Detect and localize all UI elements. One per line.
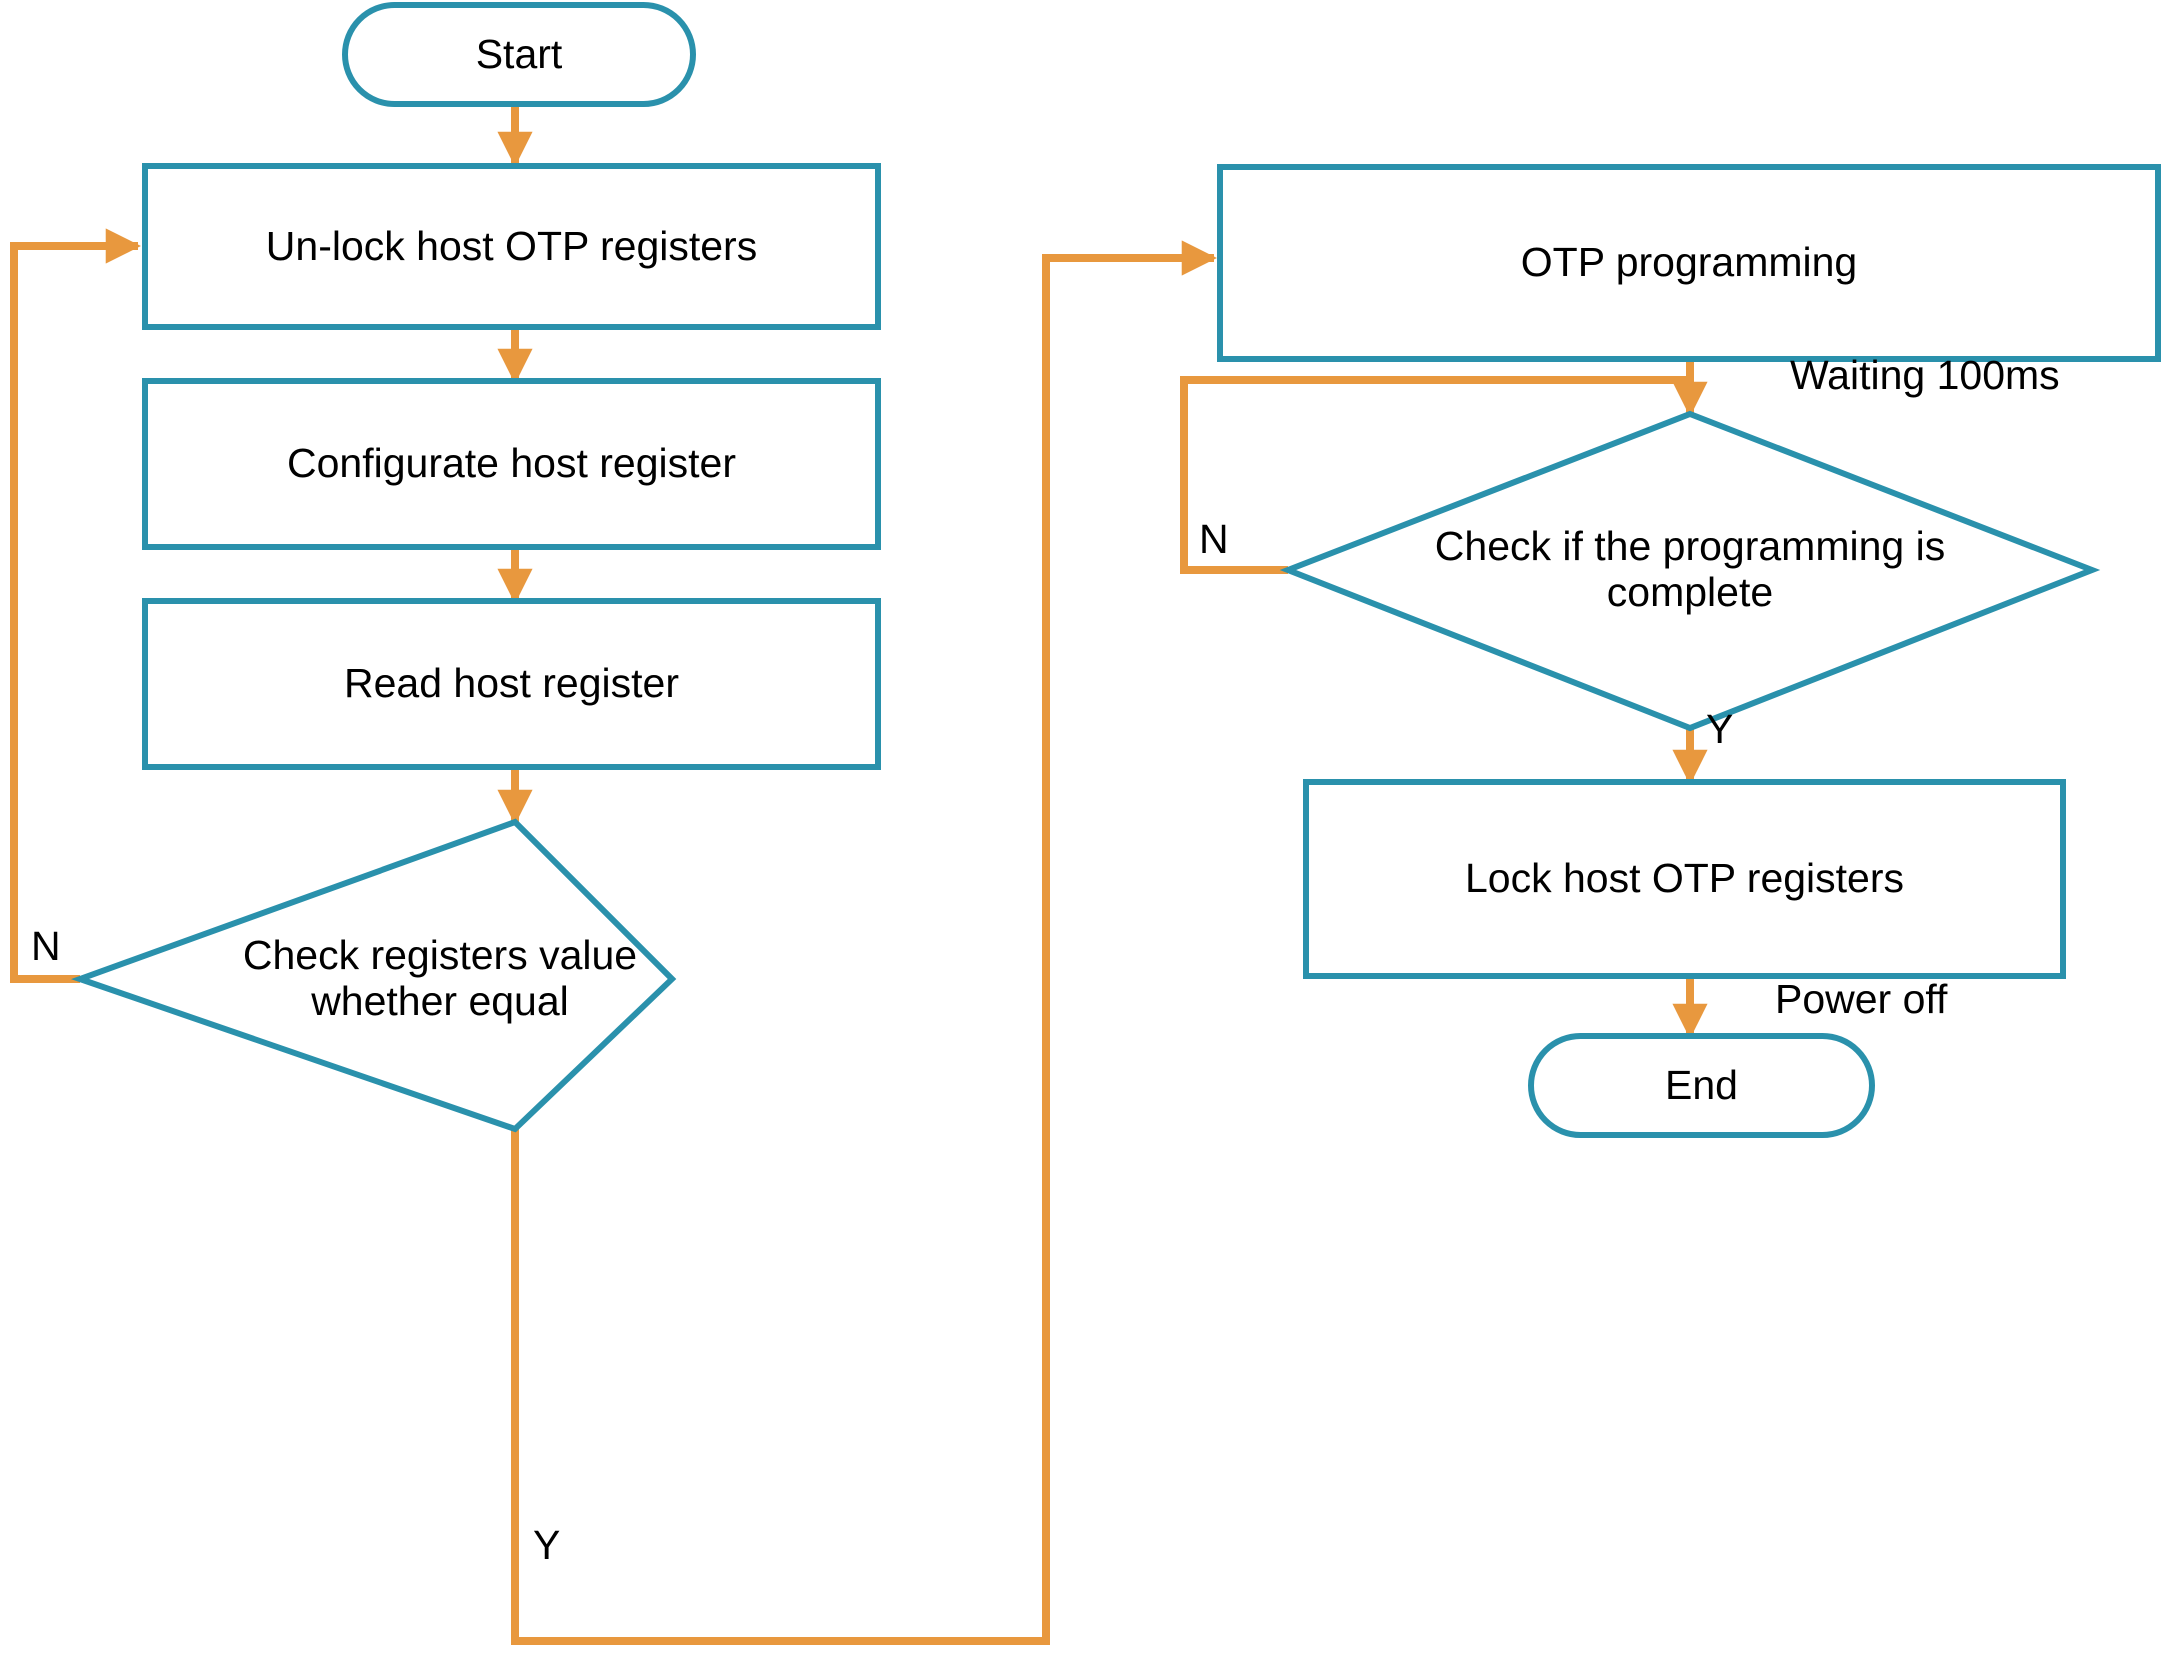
edge-label-waiting: Waiting 100ms (1790, 352, 2060, 398)
node-unlock[interactable] (142, 163, 881, 330)
node-start[interactable] (342, 2, 696, 107)
edge-label-power-off: Power off (1775, 976, 1948, 1022)
node-program[interactable] (1217, 164, 2161, 362)
branch-label-check-regs-yes: Y (533, 1522, 561, 1568)
node-lock[interactable] (1303, 779, 2066, 979)
branch-label-check-regs-no: N (31, 923, 61, 969)
arrow-check-regs-yes (511, 240, 1217, 1645)
node-check-regs[interactable] (70, 818, 677, 1133)
branch-label-check-prog-yes: Y (1706, 706, 1734, 752)
arrow-check-prog-no (1180, 376, 1688, 574)
arrow-check-regs-no (10, 228, 141, 983)
node-end[interactable] (1528, 1033, 1875, 1138)
node-configure[interactable] (142, 378, 881, 550)
branch-label-check-prog-no: N (1199, 516, 1229, 562)
node-check-prog[interactable] (1279, 410, 2101, 732)
node-read[interactable] (142, 598, 881, 770)
